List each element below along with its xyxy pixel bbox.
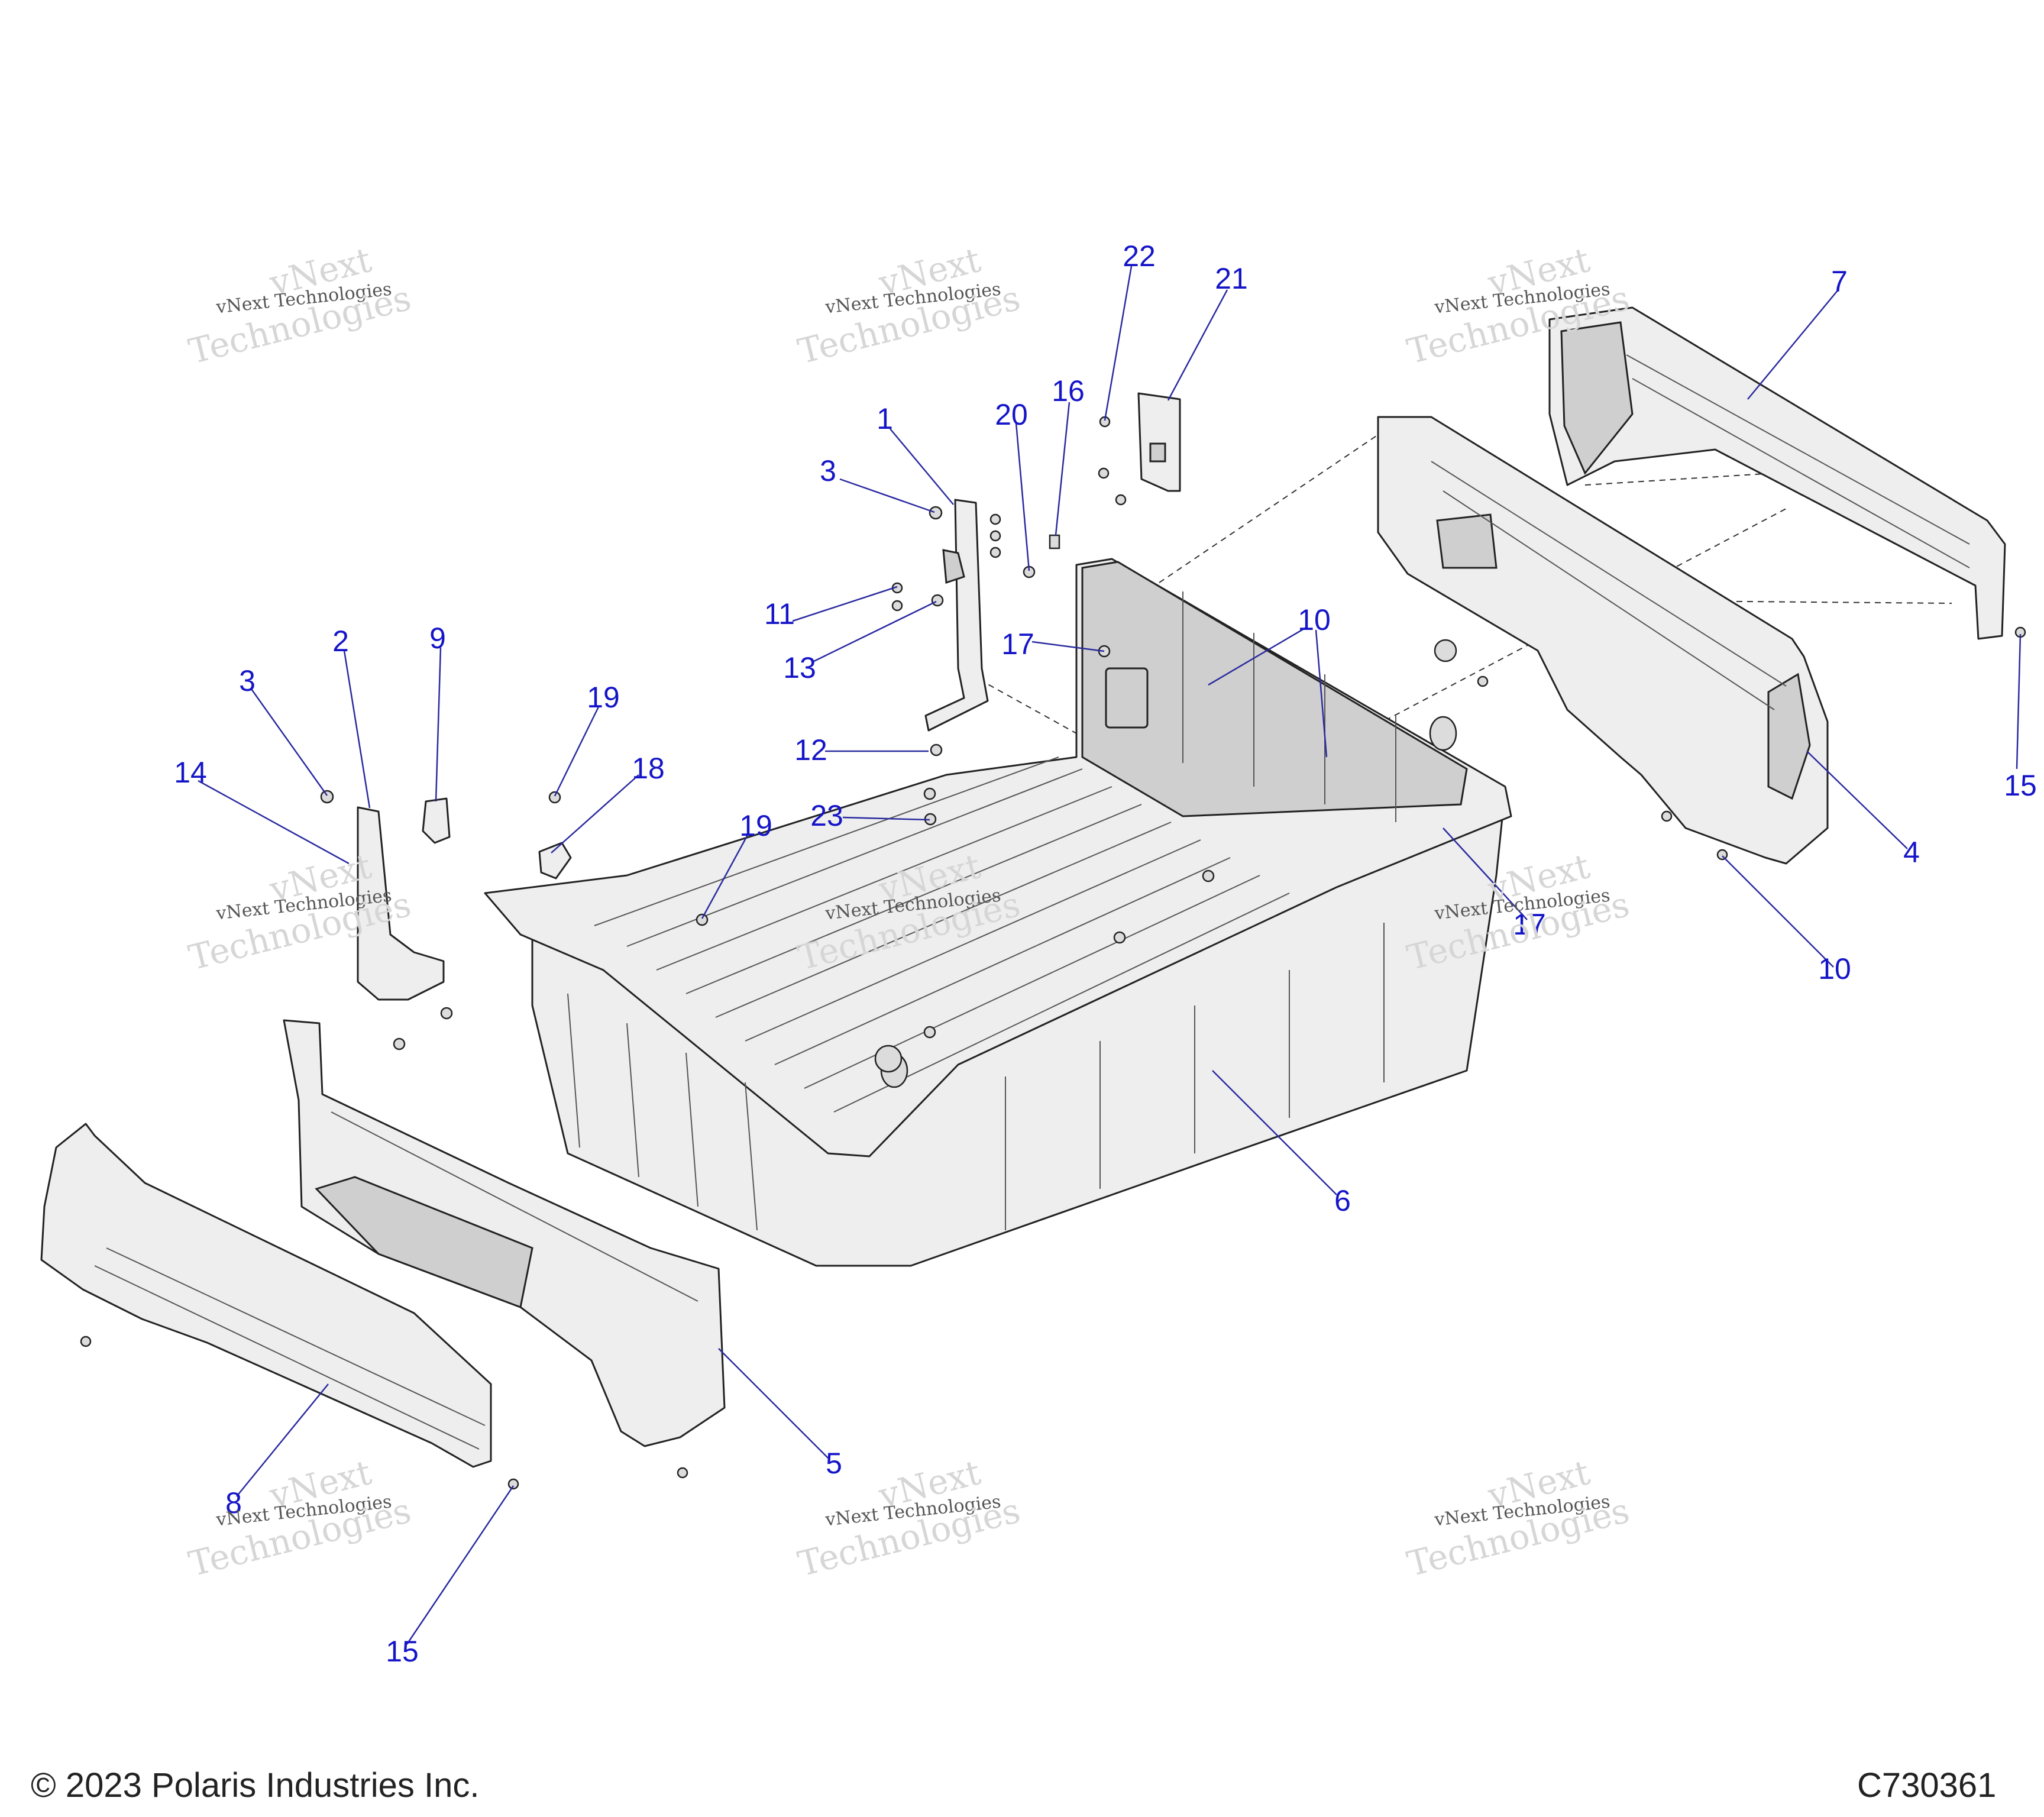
- callout-18: 18: [632, 752, 665, 785]
- callout-3: 3: [820, 454, 836, 487]
- callout-8: 8: [225, 1486, 242, 1519]
- callout-21: 21: [1215, 262, 1248, 295]
- callout-11: 11: [764, 597, 795, 631]
- callout-15: 15: [386, 1635, 419, 1668]
- callout-22: 22: [1123, 240, 1156, 273]
- callout-1: 1: [877, 402, 893, 435]
- upper-mounting-bracket: [924, 499, 989, 732]
- mounting-plate: [1137, 392, 1181, 492]
- callout-10: 10: [1298, 603, 1331, 636]
- callout-5: 5: [826, 1447, 842, 1480]
- callout-3: 3: [239, 664, 256, 697]
- callout-13: 13: [783, 651, 816, 684]
- leader-lines: [198, 266, 2022, 1645]
- small-bracket: [538, 842, 572, 880]
- callout-23: 23: [810, 799, 843, 832]
- left-mounting-bracket: [357, 797, 451, 1001]
- diagram-code: C730361: [1857, 1766, 1997, 1805]
- callout-20: 20: [995, 398, 1028, 431]
- hardware: [80, 416, 2026, 1490]
- callout-9: 9: [429, 622, 446, 655]
- cargo-bed-tub: [484, 558, 1512, 1267]
- callout-2: 2: [332, 625, 349, 658]
- callout-14: 14: [174, 756, 207, 789]
- left-outer-rail: [40, 1123, 492, 1468]
- callout-15: 15: [2004, 769, 2037, 802]
- callout-4: 4: [1903, 836, 1920, 869]
- callout-19: 19: [739, 809, 772, 842]
- callout-19: 19: [587, 681, 620, 714]
- callout-17: 17: [1513, 908, 1546, 941]
- rear-upper-panel: [1548, 306, 2006, 640]
- callout-10: 10: [1818, 952, 1851, 985]
- callout-6: 6: [1334, 1184, 1351, 1217]
- rear-lower-panel: [1377, 416, 1829, 865]
- callout-7: 7: [1831, 265, 1848, 298]
- left-side-rail: [283, 1019, 726, 1447]
- callout-12: 12: [794, 733, 827, 767]
- callout-16: 16: [1052, 374, 1085, 408]
- callout-17: 17: [1001, 628, 1034, 661]
- copyright-text: © 2023 Polaris Industries Inc.: [31, 1766, 480, 1805]
